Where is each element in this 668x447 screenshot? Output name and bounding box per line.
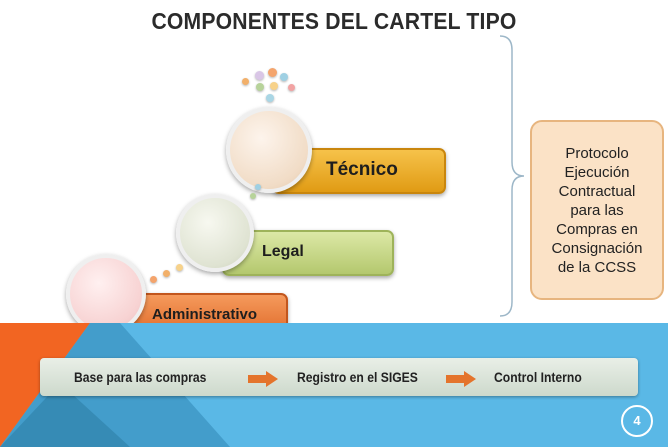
dot	[150, 276, 157, 283]
step-administrativo-circle	[66, 254, 146, 334]
dot	[268, 68, 277, 77]
right-brace	[499, 35, 525, 317]
dot	[163, 270, 170, 277]
step-legal-circle	[176, 194, 254, 272]
dot	[280, 73, 288, 81]
dot	[176, 264, 183, 271]
dot	[250, 193, 256, 199]
dot	[242, 78, 249, 85]
step-administrativo-label: Administrativo	[152, 306, 258, 323]
dot	[288, 84, 295, 91]
step-tecnico-label: Técnico	[326, 159, 398, 180]
protocolo-text: Protocolo Ejecución Contractual para las…	[551, 144, 643, 276]
page-number: 4	[621, 405, 653, 437]
step-legal-label: Legal	[262, 243, 304, 260]
dot	[255, 184, 261, 190]
slide-title: COMPONENTES DEL CARTEL TIPO	[151, 8, 517, 34]
step-tecnico-circle	[226, 107, 312, 193]
dot	[270, 82, 278, 90]
protocolo-box: Protocolo Ejecución Contractual para las…	[530, 120, 664, 300]
flow-item-base: Base para las compras	[74, 370, 207, 385]
dot	[266, 94, 274, 102]
flow-bar	[40, 358, 638, 396]
flow-item-registro: Registro en el SIGES	[297, 370, 418, 385]
dot	[255, 71, 264, 80]
right-arrow-icon	[248, 371, 278, 387]
right-arrow-icon	[446, 371, 476, 387]
dot	[256, 83, 264, 91]
flow-item-control: Control Interno	[494, 370, 582, 385]
